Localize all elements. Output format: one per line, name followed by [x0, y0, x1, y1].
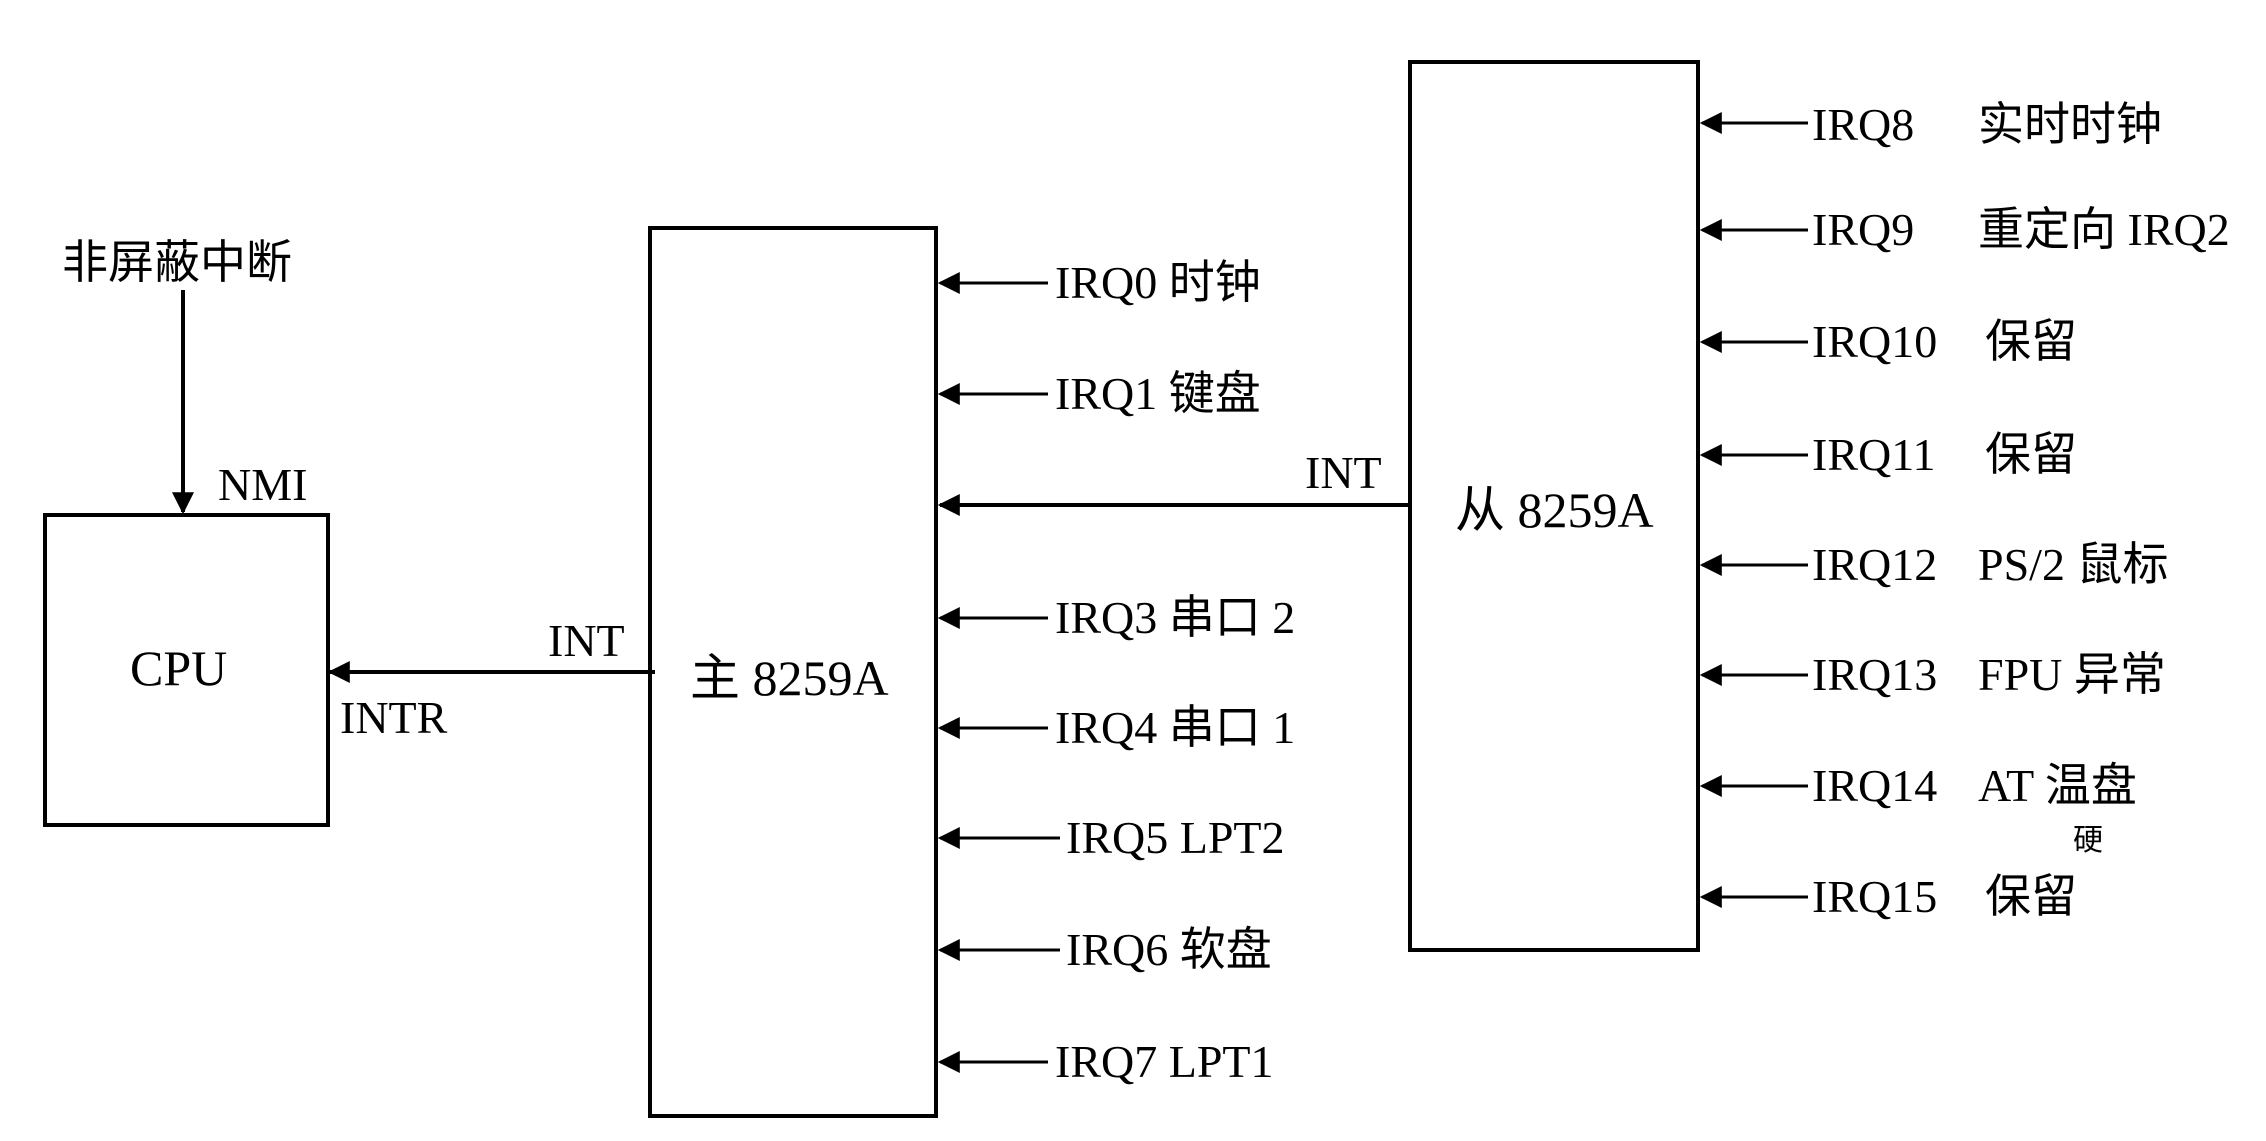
slave-irq9-desc: 重定向 IRQ2	[1978, 204, 2230, 255]
slave-irq10-desc: 保留	[1985, 316, 2077, 367]
slave-irq14-desc: AT 温盘	[1978, 760, 2137, 811]
slave-irq12-desc: PS/2 鼠标	[1978, 539, 2168, 590]
master-irq5-label: IRQ5 LPT2	[1066, 812, 1285, 863]
slave-irq15-label: IRQ15	[1812, 871, 1937, 922]
slave-irq13-label: IRQ13	[1812, 649, 1937, 700]
master-irq-inputs: IRQ0 时钟 IRQ1 键盘 IRQ3 串口 2 IRQ4 串口 1 IRQ5…	[937, 257, 1295, 1087]
cpu-label: CPU	[130, 640, 227, 696]
master-irq0-label: IRQ0 时钟	[1055, 257, 1261, 308]
master-8259a-label: 主 8259A	[690, 650, 889, 706]
master-8259a-box	[648, 226, 938, 1118]
intr-label: INTR	[340, 692, 448, 743]
slave-irq12-label: IRQ12	[1812, 539, 1937, 590]
slave-irq-inputs: IRQ8 实时时钟 IRQ9 重定向 IRQ2 IRQ10 保留 IRQ11 保…	[1699, 99, 2230, 922]
master-irq1-label: IRQ1 键盘	[1055, 368, 1261, 419]
slave-irq11-label: IRQ11	[1812, 429, 1936, 480]
slave-irq11-desc: 保留	[1985, 429, 2077, 480]
slave-irq14-label: IRQ14	[1812, 760, 1937, 811]
slave-irq8-label: IRQ8	[1812, 99, 1914, 150]
slave-irq10-label: IRQ10	[1812, 316, 1937, 367]
nmi-label: NMI	[218, 459, 307, 510]
master-irq6-label: IRQ6 软盘	[1066, 924, 1272, 975]
nmi-source-label: 非屏蔽中断	[62, 237, 292, 288]
slave-irq13-desc: FPU 异常	[1978, 649, 2166, 700]
slave-irq9-label: IRQ9	[1812, 204, 1914, 255]
slave-8259a-box	[1408, 60, 1700, 952]
master-irq4-label: IRQ4 串口 1	[1055, 702, 1295, 753]
slave-irq15-desc: 保留	[1985, 871, 2077, 922]
slave-irq8-desc: 实时时钟	[1978, 99, 2162, 150]
slave-8259a-label: 从 8259A	[1455, 482, 1654, 538]
slave-int-label: INT	[1305, 447, 1382, 498]
master-int-label: INT	[548, 615, 625, 666]
master-irq7-label: IRQ7 LPT1	[1055, 1036, 1274, 1087]
correction-mark: 硬	[2073, 823, 2103, 858]
master-irq3-label: IRQ3 串口 2	[1055, 592, 1295, 643]
